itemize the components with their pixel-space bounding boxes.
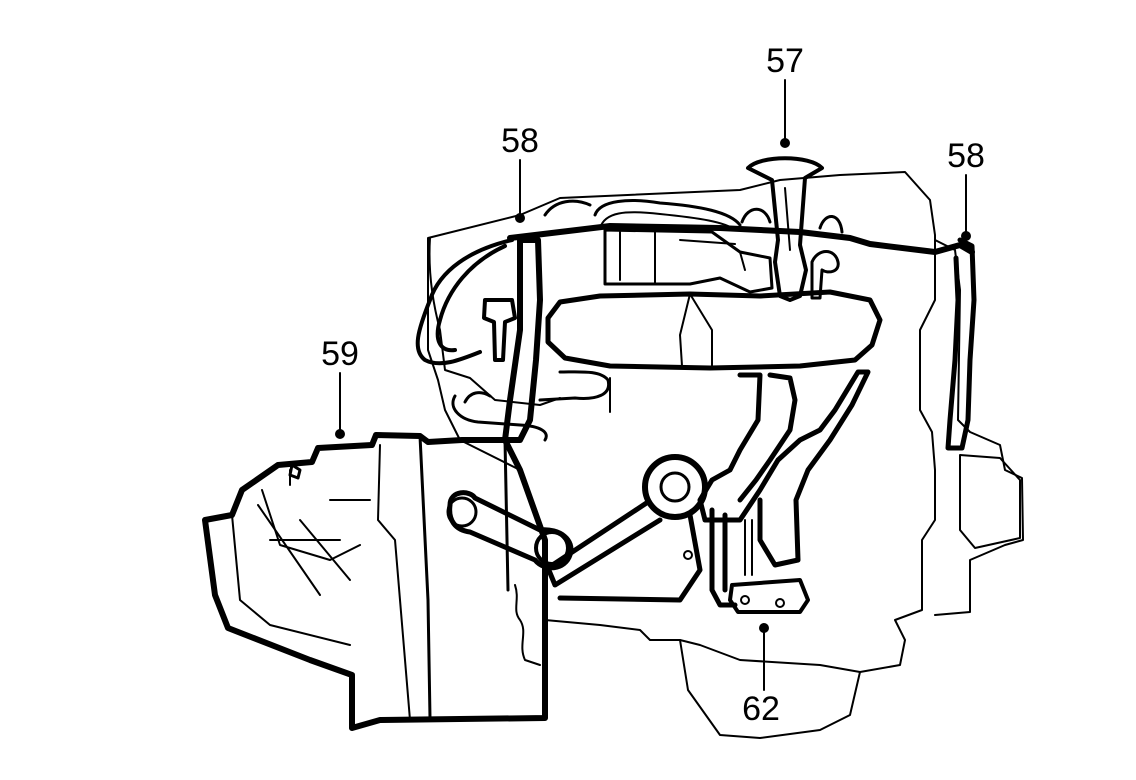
oil-sump bbox=[679, 639, 861, 739]
throttle-detail bbox=[619, 229, 746, 285]
gearbox-bolt bbox=[288, 463, 302, 480]
lower-left-curve bbox=[538, 370, 611, 402]
right-coolant-hose bbox=[945, 237, 977, 451]
bolt-detail-1 bbox=[683, 550, 693, 560]
oil-filler-cap bbox=[746, 156, 824, 302]
pulley-arm bbox=[545, 499, 703, 603]
link-rod-end bbox=[534, 530, 570, 566]
filler-hook bbox=[810, 250, 840, 300]
intake-plenum bbox=[545, 289, 883, 371]
leader-lines bbox=[339, 79, 967, 691]
dot-58-left bbox=[515, 213, 525, 223]
bolt-detail-3 bbox=[775, 598, 785, 608]
gearbox-ribs bbox=[257, 499, 371, 596]
exhaust-flange bbox=[728, 578, 810, 614]
gearbox-side-face bbox=[418, 434, 510, 720]
wiring-loop bbox=[543, 199, 844, 234]
gearbox-break-line bbox=[514, 584, 541, 666]
dot-59 bbox=[335, 429, 345, 439]
top-hose bbox=[507, 223, 975, 255]
dot-62 bbox=[759, 623, 769, 633]
link-rod-start bbox=[446, 496, 478, 528]
wiring-loop-2 bbox=[599, 211, 736, 231]
callout-57: 57 bbox=[766, 42, 804, 80]
return-hose bbox=[451, 391, 548, 442]
gearbox-outline bbox=[202, 432, 548, 731]
idler-pulley-hub bbox=[659, 471, 691, 503]
leader-dots bbox=[335, 138, 971, 633]
plenum-divider bbox=[679, 293, 713, 369]
oil-filler-stem bbox=[784, 187, 791, 251]
dot-57 bbox=[780, 138, 790, 148]
idler-pulley bbox=[642, 454, 708, 520]
engine-rear-cover bbox=[959, 454, 1021, 549]
exhaust-manifold bbox=[697, 369, 871, 568]
gearbox-inner bbox=[231, 444, 411, 721]
link-rod bbox=[447, 490, 574, 571]
callout-59: 59 bbox=[321, 335, 359, 373]
throttle-body bbox=[603, 228, 774, 294]
left-valve-cover bbox=[428, 237, 561, 406]
callout-62: 62 bbox=[742, 690, 780, 728]
exhaust-hoses bbox=[744, 519, 753, 576]
callout-58-right: 58 bbox=[947, 137, 985, 175]
dot-58-right bbox=[961, 231, 971, 241]
coil-unit bbox=[482, 298, 517, 362]
exhaust-runner bbox=[737, 372, 798, 503]
exhaust-pipe-lower bbox=[709, 507, 738, 608]
bolt-detail-2 bbox=[740, 595, 750, 605]
callout-58-left: 58 bbox=[501, 122, 539, 160]
vertical-pipe-left bbox=[502, 237, 543, 443]
